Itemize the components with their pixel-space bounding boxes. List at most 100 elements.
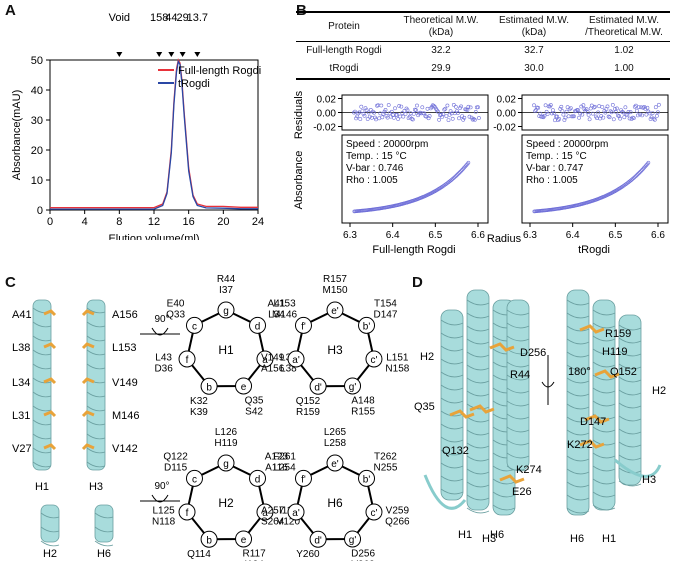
ribbon-turn	[566, 403, 590, 410]
helix-turn	[32, 377, 52, 384]
residual-point	[455, 111, 460, 115]
absorbance-point	[631, 176, 636, 180]
wheel-residue-label: T154	[374, 299, 397, 310]
helix-turn	[40, 540, 60, 547]
col-estimated: Estimated M.W.(kDa)	[490, 11, 578, 42]
wheel-residue-label: V263	[351, 560, 375, 561]
wheel-residue-label: N118	[152, 516, 176, 527]
residual-point	[357, 110, 362, 115]
wheel-center-label: H1	[218, 343, 234, 357]
ribbon-turn	[566, 468, 590, 475]
wheel-residue-label: K39	[190, 407, 208, 418]
heptad-letter: g	[223, 306, 229, 317]
helix-h3	[86, 299, 106, 471]
ribbon-h1b	[566, 289, 590, 516]
ribbon-turn	[440, 475, 464, 482]
run-info: Rho : 1.005	[526, 175, 578, 186]
ribbon-h3	[506, 299, 530, 471]
residual-point	[356, 111, 361, 116]
ribbon-turn	[440, 462, 464, 469]
helix-turn	[32, 391, 52, 398]
absorbance-axis-label: Absorbance	[293, 151, 305, 210]
helix-turn	[94, 540, 114, 547]
heptad-letter: b	[206, 535, 212, 546]
helix-turn	[86, 405, 106, 412]
residual-point	[650, 111, 655, 116]
wheel-residue-label: L254	[273, 463, 296, 474]
table-cell: tRogdi	[296, 60, 392, 80]
residual-point	[417, 111, 422, 116]
y-tick-label: 40	[31, 85, 43, 97]
ribbon-turn	[566, 442, 590, 449]
wheel-residue-label: R117	[242, 549, 266, 560]
helix-turn	[32, 363, 52, 370]
absorbance-point	[629, 177, 634, 182]
side-chain-stick	[43, 410, 57, 418]
residual-point	[590, 111, 595, 116]
wheel-residue-label: E40	[167, 299, 185, 310]
wheel-residue-label: V120	[277, 516, 301, 527]
heptad-position	[287, 503, 305, 521]
residual-point	[641, 105, 646, 110]
residual-point	[359, 104, 364, 109]
heptad-letter: e'	[331, 306, 339, 317]
x-tick-label: 8	[116, 216, 122, 228]
table-cell: 1.00	[578, 60, 670, 80]
wheel-residue-label: A257	[261, 505, 285, 516]
residue-label: D256	[520, 347, 546, 359]
absorbance-point	[636, 172, 640, 176]
helix-name: H3	[89, 481, 103, 493]
ribbon-turn	[618, 324, 642, 331]
helix-turn	[86, 363, 106, 370]
x-tick-label: 6.4	[386, 230, 400, 241]
ribbon-turn	[592, 374, 616, 381]
residual-tick-label: -0.02	[313, 123, 336, 134]
heptad-position	[217, 301, 235, 319]
absorbance-frame	[521, 134, 669, 224]
run-info: Rho : 1.005	[346, 175, 398, 186]
residual-point	[381, 111, 386, 116]
residual-point	[578, 111, 583, 116]
residual-point	[543, 103, 548, 108]
residual-point	[451, 102, 456, 107]
residual-point	[450, 116, 455, 121]
residual-point	[410, 117, 415, 122]
residual-point	[616, 113, 620, 118]
residue-label: L153	[112, 342, 136, 354]
ribbon-turn	[466, 390, 490, 397]
residual-point	[617, 114, 622, 119]
residue-label: V27	[12, 443, 32, 455]
residual-point	[389, 109, 394, 114]
residual-point	[424, 114, 429, 119]
residue-label: R44	[510, 369, 530, 381]
side-chain-stick	[43, 309, 57, 317]
ribbon-turn	[506, 413, 530, 420]
residual-point	[557, 117, 562, 121]
residual-point	[468, 105, 473, 110]
residual-tick-label: 0.00	[497, 109, 517, 120]
heptad-position	[294, 316, 312, 334]
table-cell: 30.0	[490, 60, 578, 80]
side-chain-stick	[489, 342, 515, 352]
absorbance-point	[454, 174, 458, 178]
residue-label: E26	[512, 486, 532, 498]
heptad-position	[217, 454, 235, 472]
wheel-residue-label: H119	[214, 438, 238, 449]
ribbon-turn	[466, 442, 490, 449]
residual-point	[581, 103, 586, 108]
wheel-residue-label: L258	[324, 438, 347, 449]
ribbon-turn	[566, 377, 590, 384]
residue-label: H6	[490, 529, 504, 541]
wheel-residue-label: A123	[265, 452, 289, 463]
wheel-residue-label: Q114	[187, 549, 211, 560]
chart-caption: tRogdi	[578, 244, 610, 256]
helix-turn	[86, 335, 106, 342]
residual-point	[470, 117, 475, 122]
run-info: Temp. : 15 °C	[526, 151, 587, 162]
absorbance-point	[639, 169, 643, 173]
residue-label: L34	[12, 377, 30, 389]
residual-point	[560, 109, 565, 114]
residual-point	[558, 106, 563, 111]
